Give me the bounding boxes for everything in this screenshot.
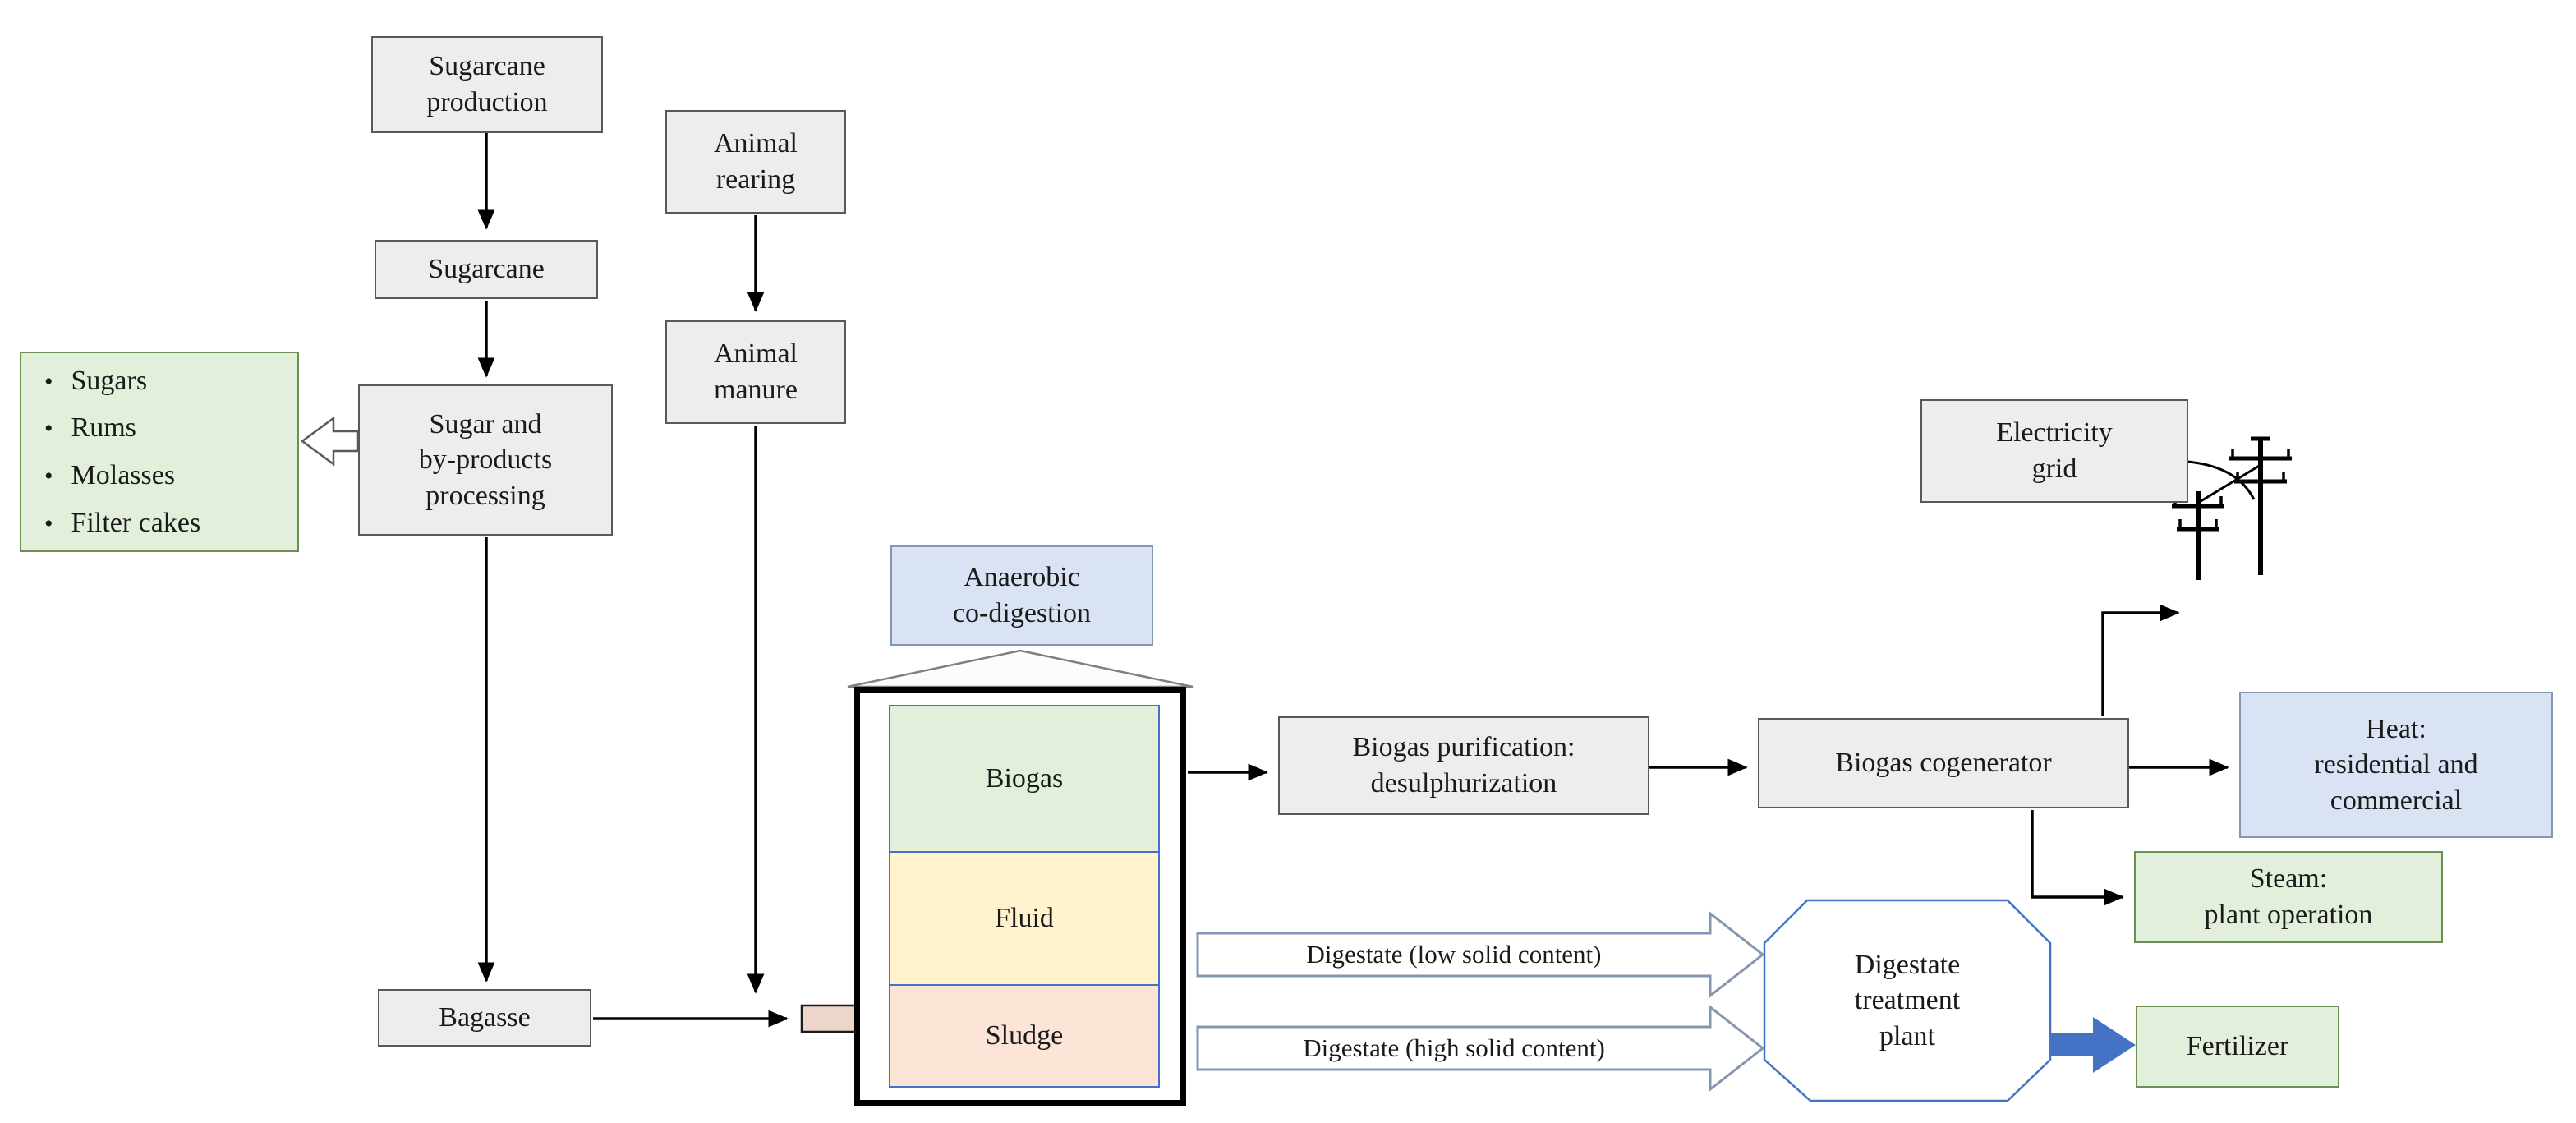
digester-segments: Biogas Fluid Sludge [889, 705, 1160, 1088]
heat-box: Heat: residential and commercial [2239, 692, 2553, 838]
anaerobic-codigestion-box: Anaerobic co-digestion [890, 545, 1153, 646]
digestate-treatment-shape [1763, 899, 2052, 1102]
sugarcane-production-box: Sugarcane production [371, 36, 603, 133]
fertilizer-label: Fertilizer [2186, 1031, 2289, 1062]
treatment-to-fertilizer-arrow [2050, 1017, 2136, 1073]
grid-wire-curve [2187, 460, 2256, 500]
animal-rearing-box: Animal rearing [665, 110, 846, 214]
animal-manure-box: Animal manure [665, 320, 846, 424]
anaerobic-codigestion-label: Anaerobic co-digestion [952, 562, 1092, 628]
bagasse-box: Bagasse [378, 989, 591, 1047]
digester-inlet-pipe [800, 1004, 859, 1033]
electricity-grid-box: Electricity grid [1920, 399, 2188, 503]
steam-label: Steam: plant operation [2204, 863, 2373, 930]
digester-sludge-section: Sludge [889, 984, 1160, 1088]
digestate-treatment-label: Digestate treatment plant [1854, 949, 1961, 1052]
biogas-purification-label: Biogas purification: desulphurization [1352, 732, 1576, 799]
digester-biogas-section: Biogas [889, 705, 1160, 853]
arrow-cogenerator-to-grid [2101, 604, 2180, 716]
digester-roof [847, 649, 1194, 688]
byproducts-hollow-arrow [300, 416, 360, 467]
arrow-cogenerator-to-steam [2031, 810, 2124, 906]
biogas-purification-box: Biogas purification: desulphurization [1278, 716, 1649, 815]
digester-fluid-section: Fluid [889, 851, 1160, 986]
sugarcane-label: Sugarcane [428, 254, 545, 285]
sugarcane-box: Sugarcane [375, 240, 598, 299]
biogas-cogenerator-label: Biogas cogenerator [1835, 748, 2052, 779]
biogas-cogenerator-box: Biogas cogenerator [1758, 718, 2129, 808]
digestate-high-label: Digestate (high solid content) [1303, 1033, 1605, 1062]
animal-rearing-label: Animal rearing [714, 128, 798, 195]
sugar-processing-label: Sugar and by-products processing [418, 408, 553, 511]
steam-box: Steam: plant operation [2134, 851, 2443, 943]
digester-biogas-label: Biogas [985, 763, 1064, 794]
byproduct-item: Sugars [44, 363, 297, 399]
electricity-pylon-icon [2172, 436, 2292, 580]
digestate-low-label: Digestate (low solid content) [1306, 940, 1602, 969]
sugar-processing-box: Sugar and by-products processing [358, 384, 613, 536]
digestate-high-block-arrow [1196, 1004, 1765, 1093]
byproducts-box: Sugars Rums Molasses Filter cakes [20, 352, 299, 552]
fertilizer-box: Fertilizer [2136, 1006, 2339, 1088]
digester-sludge-label: Sludge [985, 1020, 1064, 1051]
sugarcane-production-label: Sugarcane production [426, 51, 548, 117]
byproduct-item: Rums [44, 410, 297, 446]
byproduct-item: Filter cakes [44, 505, 297, 541]
heat-label: Heat: residential and commercial [2314, 713, 2478, 816]
animal-manure-label: Animal manure [714, 338, 798, 405]
digestate-low-block-arrow [1196, 910, 1765, 999]
electricity-grid-label: Electricity grid [1996, 417, 2113, 484]
byproduct-item: Molasses [44, 458, 297, 494]
digester-fluid-label: Fluid [995, 903, 1054, 933]
bagasse-label: Bagasse [439, 1002, 531, 1033]
